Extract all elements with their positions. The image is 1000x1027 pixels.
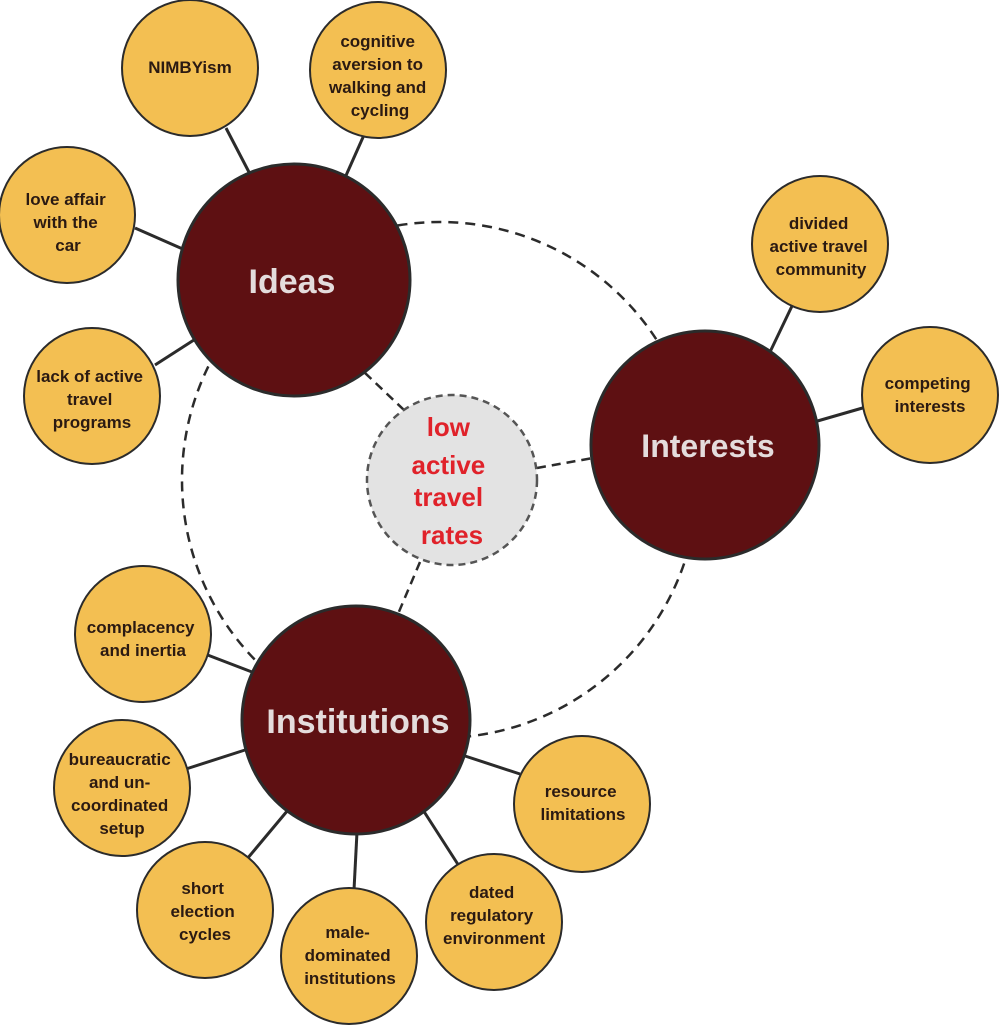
hub-interests-label: Interests (641, 428, 774, 464)
connector-ideas-love-affair (134, 226, 186, 252)
connector-interests-divided (768, 305, 794, 353)
leaf-male-dominated: male- dominated institutions (280, 887, 418, 1025)
leaf-male-dominated-circle (280, 887, 418, 1025)
leaf-nimbyism: NIMBYism (121, 0, 259, 137)
leaf-dated-regulatory-text: dated regulatory environment (443, 883, 545, 948)
leaf-lack-of-programs: lack of active travel programs (23, 327, 161, 465)
leaf-love-affair-circle (0, 146, 136, 284)
connector-center-institutions (396, 561, 422, 615)
leaf-short-election-text: short election cycles (171, 879, 240, 944)
leaf-complacency-text: complacency and inertia (87, 618, 199, 660)
center-node: low active travel rates (365, 393, 539, 567)
leaf-competing-interests: competing interests (861, 326, 999, 464)
leaf-resource-limitations: resource limitations (513, 735, 651, 873)
leaf-dated-regulatory-circle (425, 853, 563, 991)
leaf-love-affair-text: love affair with the car (25, 190, 110, 255)
leaf-cognitive-aversion-circle (309, 1, 447, 139)
connector-institutions-complacency (204, 652, 253, 674)
hub-interests-circle (589, 329, 821, 561)
connector-interests-competing (813, 405, 867, 424)
connector-institutions-dated-regulatory (421, 809, 461, 867)
leaf-lack-of-programs-text: lack of active travel programs (36, 367, 148, 432)
center-label: low active travel rates (412, 412, 493, 550)
hub-institutions-circle (240, 604, 472, 836)
leaf-nimbyism-circle (121, 0, 259, 137)
leaf-cognitive-aversion-text: cognitive aversion to walking and cyclin… (328, 32, 431, 120)
leaf-bureaucratic: bureaucratic and un- coordinated setup (53, 719, 191, 857)
hub-institutions-label: Institutions (266, 703, 449, 741)
leaf-dated-regulatory: dated regulatory environment (425, 853, 563, 991)
hub-ideas-circle (176, 162, 412, 398)
leaf-complacency-circle (74, 565, 212, 703)
leaf-nimbyism-text: NIMBYism (148, 58, 231, 77)
connector-ideas-nimbyism (224, 127, 253, 177)
leaf-competing-interests-circle (861, 326, 999, 464)
connector-institutions-male-dominated (352, 831, 359, 891)
connector-center-ideas (363, 371, 405, 411)
leaf-bureaucratic-text: bureaucratic and un- coordinated setup (69, 750, 176, 838)
hub-institutions: Institutions (240, 604, 472, 836)
connector-ideas-lack-programs (154, 336, 198, 367)
leaf-divided-community-text: divided active travel community (769, 214, 872, 279)
leaf-love-affair: love affair with the car (0, 146, 136, 284)
leaf-male-dominated-text: male- dominated institutions (304, 923, 396, 988)
leaf-competing-interests-text: competing interests (885, 374, 976, 416)
connector-institutions-bureaucratic (185, 748, 246, 771)
center-circle (365, 393, 539, 567)
leaf-complacency: complacency and inertia (74, 565, 212, 703)
leaf-resource-limitations-circle (513, 735, 651, 873)
leaf-cognitive-aversion: cognitive aversion to walking and cyclin… (309, 1, 447, 139)
connector-institutions-resource (461, 753, 521, 776)
leaf-short-election-circle (136, 841, 274, 979)
leaf-short-election: short election cycles (136, 841, 274, 979)
hub-ideas-label: Ideas (249, 263, 336, 301)
leaf-resource-limitations-text: resource limitations (540, 782, 625, 824)
connector-center-interests (536, 456, 594, 470)
hub-interests: Interests (589, 329, 821, 561)
leaf-divided-community-circle (751, 175, 889, 313)
leaf-divided-community: divided active travel community (751, 175, 889, 313)
connector-ideas-cognitive (342, 134, 366, 181)
leaf-bureaucratic-circle (53, 719, 191, 857)
leaf-lack-of-programs-circle (23, 327, 161, 465)
connector-institutions-short-election (245, 809, 290, 860)
hub-ideas: Ideas (176, 162, 412, 398)
